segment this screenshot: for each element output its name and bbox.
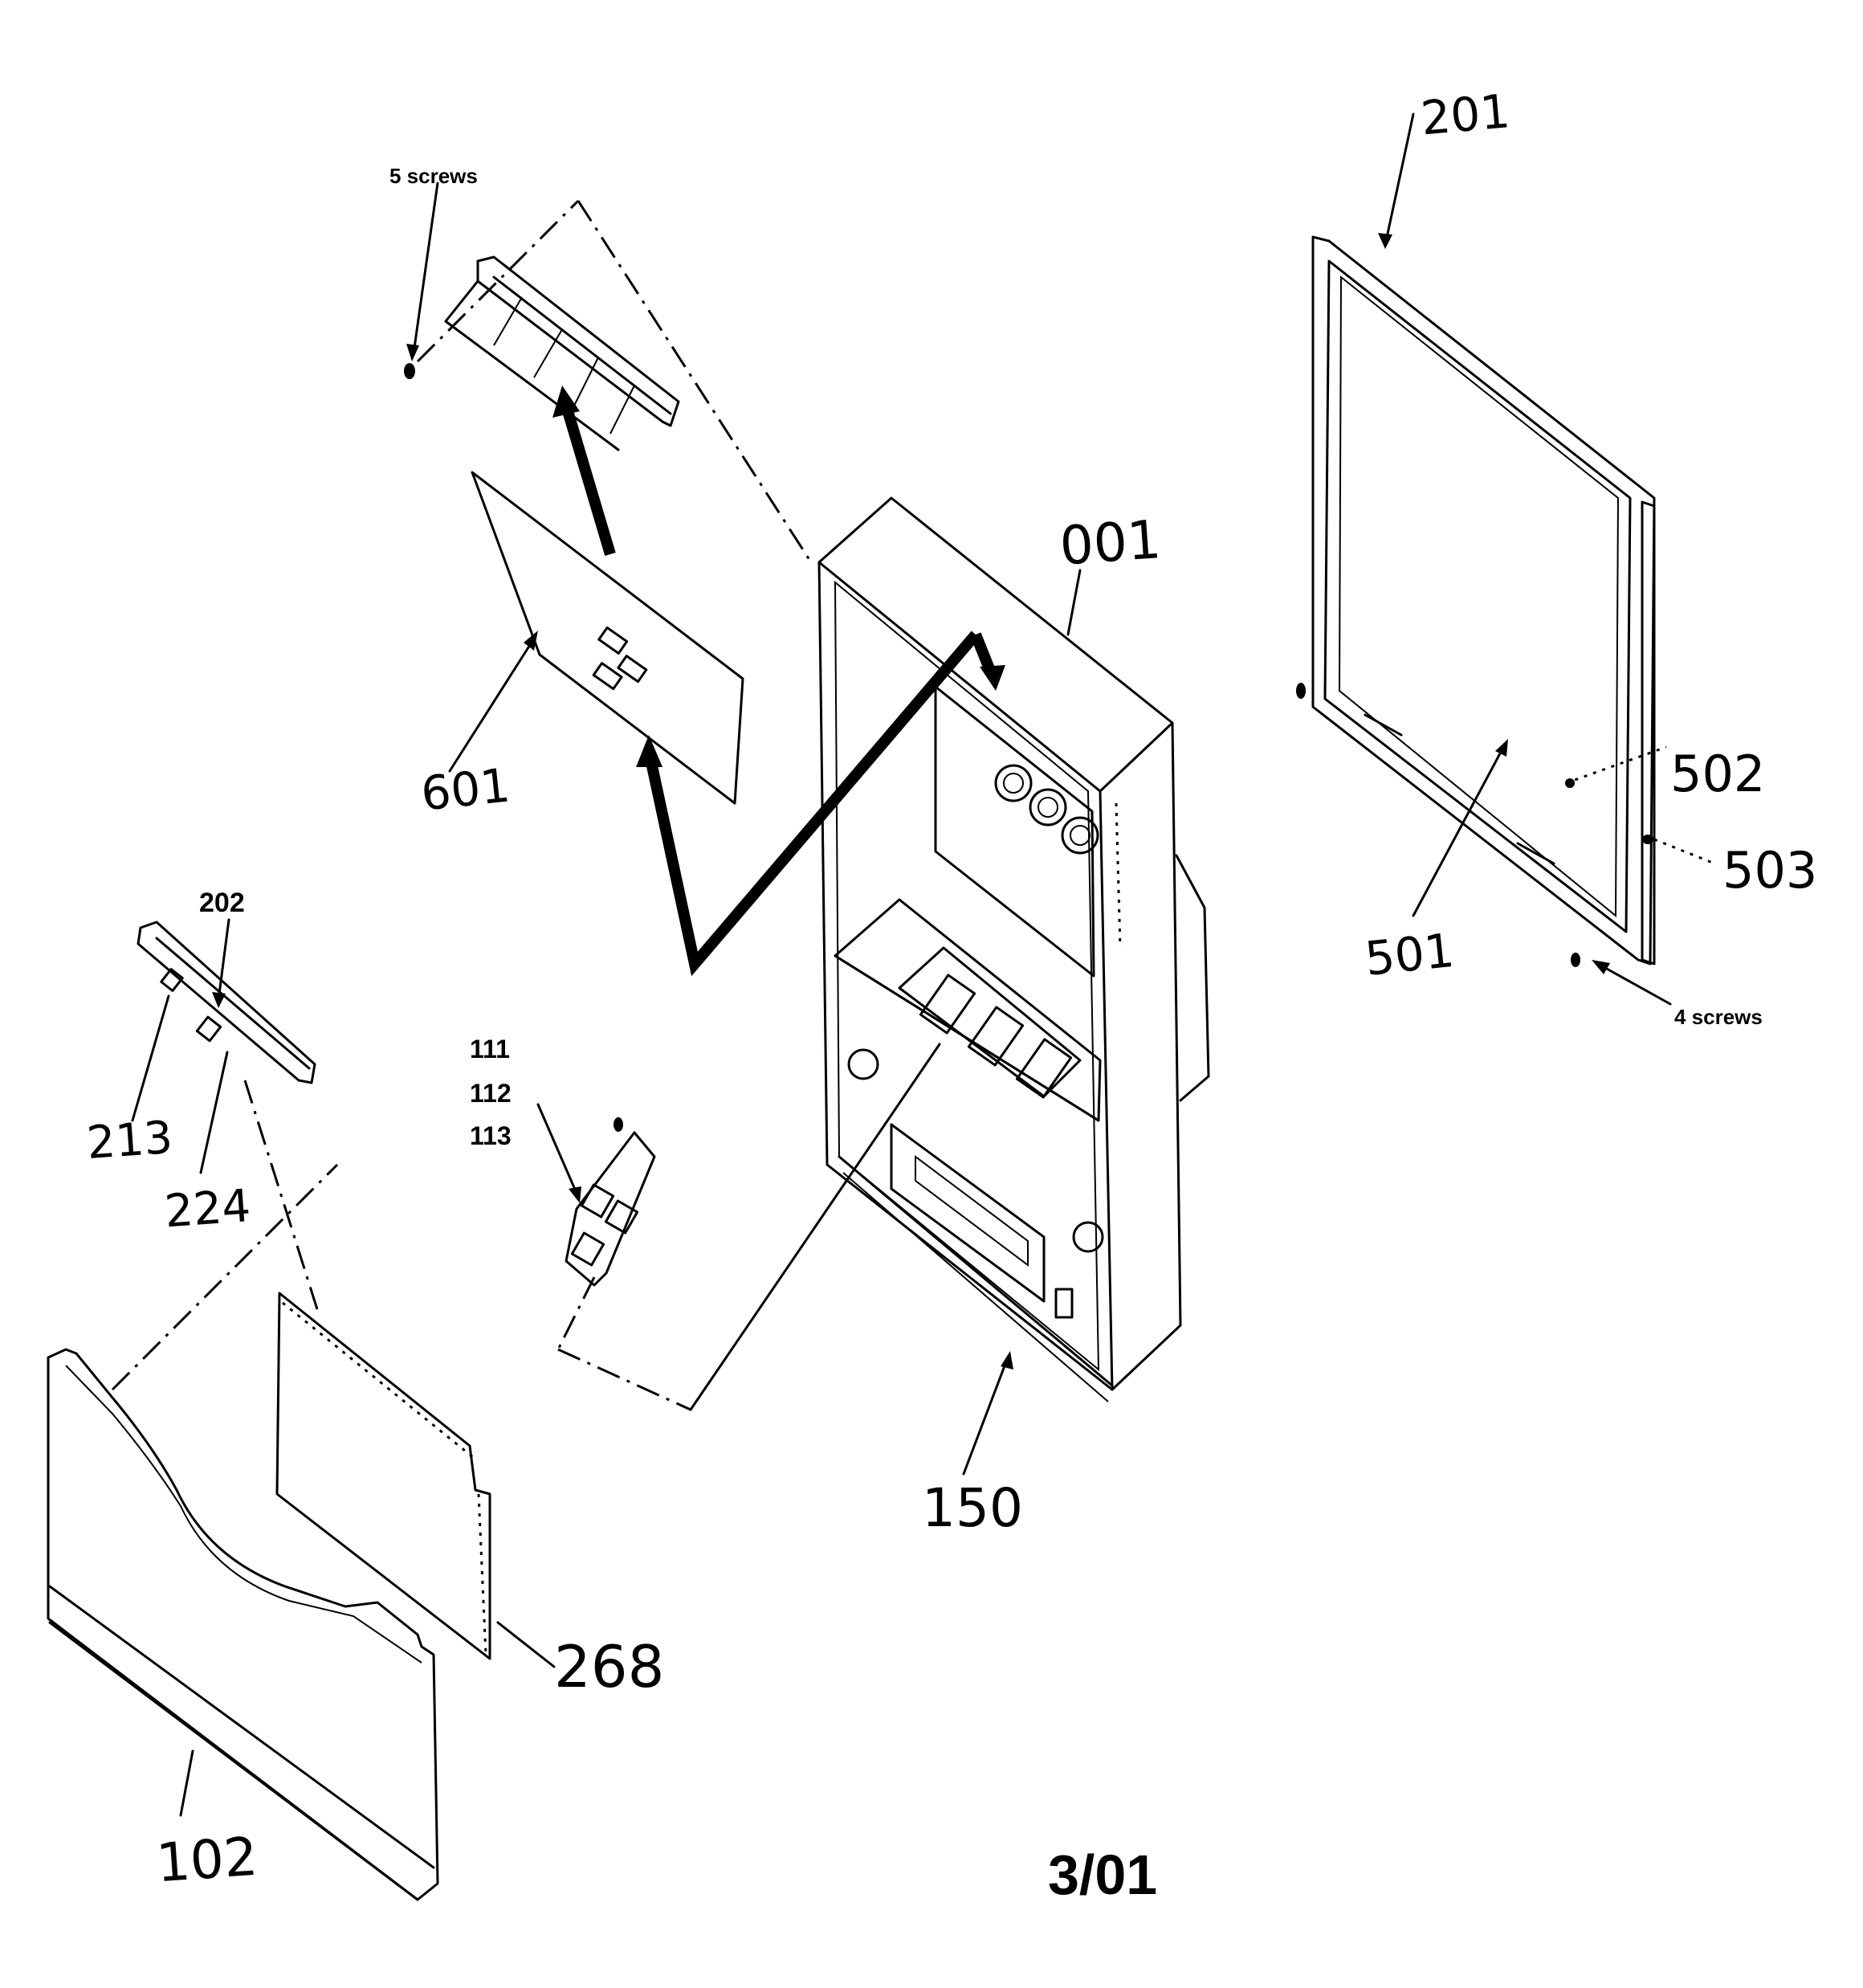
label-601: 601 [418, 757, 512, 821]
note-4-screws: 4 screws [1674, 1005, 1763, 1029]
label-213: 213 [85, 1112, 174, 1170]
part-001-main-cabinet [817, 496, 1210, 1476]
callout-labels: 201 001 601 502 503 501 202 111 112 113 … [85, 84, 1817, 1906]
label-201: 201 [1419, 84, 1512, 145]
parts-501-503-leaders [1412, 739, 1715, 1006]
part-102-cover [47, 1163, 439, 1901]
label-501: 501 [1363, 923, 1457, 986]
label-268: 268 [554, 1633, 664, 1700]
label-150: 150 [922, 1477, 1023, 1539]
top-bracket-assembly [404, 182, 680, 451]
label-202: 202 [199, 888, 245, 918]
page-number: 3/01 [1048, 1843, 1157, 1906]
label-112: 112 [470, 1079, 512, 1108]
routing-arrow [416, 199, 1005, 977]
label-111: 111 [470, 1035, 510, 1063]
part-268-board [275, 1292, 556, 1668]
note-5-screws: 5 screws [389, 164, 478, 188]
label-001: 001 [1058, 508, 1163, 578]
label-503: 503 [1722, 841, 1817, 900]
part-202-bracket [131, 918, 319, 1310]
part-201-front-frame [1296, 112, 1656, 967]
label-224: 224 [163, 1180, 252, 1238]
parts-111-113-assembly [536, 1043, 941, 1411]
label-502: 502 [1670, 745, 1765, 803]
label-102: 102 [154, 1826, 259, 1895]
part-601-panel [448, 471, 744, 805]
label-113: 113 [470, 1121, 512, 1150]
